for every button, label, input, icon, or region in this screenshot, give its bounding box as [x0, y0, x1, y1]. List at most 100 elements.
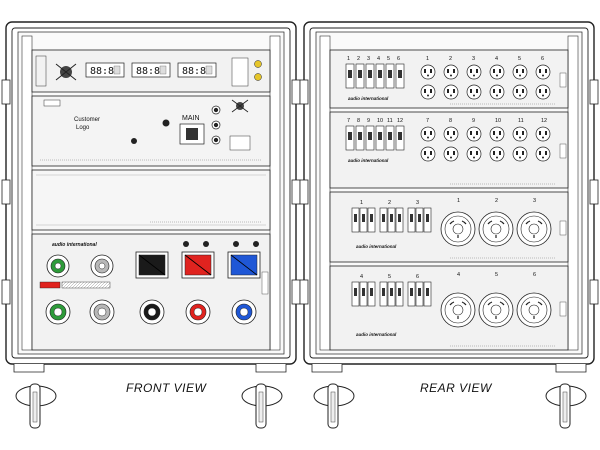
breaker-toggle: [354, 214, 357, 222]
edison-outlet[interactable]: [512, 84, 528, 100]
outlet-ground: [519, 136, 521, 139]
caster-wheel-icon: [545, 364, 587, 429]
breaker-toggle: [354, 288, 357, 296]
breaker-label: 7: [347, 118, 350, 124]
outlet-slot: [493, 131, 495, 135]
outlet-label: 1: [426, 56, 429, 62]
outlet-slot: [447, 69, 449, 73]
level-meter: [231, 57, 249, 87]
breaker-toggle: [410, 288, 413, 296]
outlet-slot: [516, 89, 518, 93]
breaker-toggle: [398, 214, 401, 222]
twistlock-blades: [525, 220, 543, 238]
edison-outlet[interactable]: [443, 84, 459, 100]
edison-outlet[interactable]: [443, 126, 459, 142]
panel-leds: [254, 60, 262, 81]
edison-outlet[interactable]: [535, 84, 551, 100]
powercon-center: [53, 307, 63, 317]
breaker-toggle: [358, 70, 362, 78]
breaker-label: 4: [360, 274, 363, 280]
breaker-toggle: [398, 70, 402, 78]
edison-outlet[interactable]: [466, 126, 482, 142]
outlet-slot: [453, 69, 455, 73]
meter-unit-box: [113, 65, 121, 75]
outlet-slot: [499, 151, 501, 155]
outlet-slot: [470, 151, 472, 155]
outlet-ground: [473, 74, 475, 77]
caster-wheel-icon: [241, 364, 287, 429]
right-rack-rail: [269, 35, 281, 351]
outlet-ground: [496, 74, 498, 77]
meter-value: 88:88: [136, 66, 166, 77]
edison-outlet[interactable]: [512, 126, 528, 142]
outlet-slot: [499, 131, 501, 135]
edison-outlet[interactable]: [466, 146, 482, 162]
breaker-toggle: [388, 70, 392, 78]
edison-outlet[interactable]: [489, 84, 505, 100]
edison-outlet[interactable]: [535, 126, 551, 142]
front-view-label: FRONT VIEW: [126, 381, 207, 395]
warning-label: [39, 281, 61, 289]
breaker-toggle: [368, 70, 372, 78]
twistlock-center: [452, 223, 464, 235]
outlet-slot: [424, 89, 426, 93]
edison-outlet[interactable]: [535, 146, 551, 162]
outlet-slot: [447, 151, 449, 155]
edison-outlet[interactable]: [420, 64, 436, 80]
edison-outlet[interactable]: [489, 146, 505, 162]
outlet-label: 5: [518, 56, 521, 62]
twistlock-center: [490, 304, 502, 316]
powercon-center: [239, 307, 249, 317]
outlet-slot: [545, 131, 547, 135]
outlet-slot: [453, 151, 455, 155]
outlet-slot: [453, 131, 455, 135]
edison-outlet[interactable]: [466, 84, 482, 100]
outlet-ground: [427, 74, 429, 77]
edison-outlet[interactable]: [489, 64, 505, 80]
breaker-toggle: [368, 132, 372, 140]
outlet-slot: [522, 89, 524, 93]
edison-outlet[interactable]: [420, 146, 436, 162]
breaker-toggle: [348, 70, 352, 78]
edison-outlet[interactable]: [466, 64, 482, 80]
edison-outlet[interactable]: [535, 64, 551, 80]
edison-outlet[interactable]: [420, 126, 436, 142]
outlet-ground: [519, 94, 521, 97]
outlet-slot: [424, 69, 426, 73]
outlet-slot: [522, 151, 524, 155]
outlet-slot: [499, 89, 501, 93]
twistlock-ring: [444, 215, 472, 243]
breaker-label: 12: [397, 118, 403, 124]
outlet-slot: [545, 69, 547, 73]
panel-tag: [559, 301, 567, 317]
outlet-slot: [539, 89, 541, 93]
outlet-slot: [545, 151, 547, 155]
caster-wheel-icon: [13, 364, 57, 429]
outlet-ground: [519, 74, 521, 77]
indicator-lamp-icon: [162, 119, 170, 127]
breaker-toggle: [348, 132, 352, 140]
edison-outlet[interactable]: [443, 64, 459, 80]
twistlock-center: [452, 304, 464, 316]
twistlock-ring: [520, 296, 548, 324]
breaker-label: 2: [388, 200, 391, 206]
edison-outlet[interactable]: [443, 146, 459, 162]
twistlock-blades: [487, 301, 505, 319]
twistlock-label: 6: [533, 272, 536, 278]
edison-outlet[interactable]: [489, 126, 505, 142]
powercon-center: [97, 307, 107, 317]
edison-outlet[interactable]: [512, 146, 528, 162]
edison-outlet[interactable]: [512, 64, 528, 80]
brand-text: audio international: [52, 242, 97, 248]
breaker-label: 2: [357, 56, 360, 62]
rear-casters: [311, 364, 587, 429]
outlet-slot: [522, 69, 524, 73]
breaker-toggle: [378, 70, 382, 78]
outlet-slot: [516, 131, 518, 135]
edison-outlet[interactable]: [420, 84, 436, 100]
